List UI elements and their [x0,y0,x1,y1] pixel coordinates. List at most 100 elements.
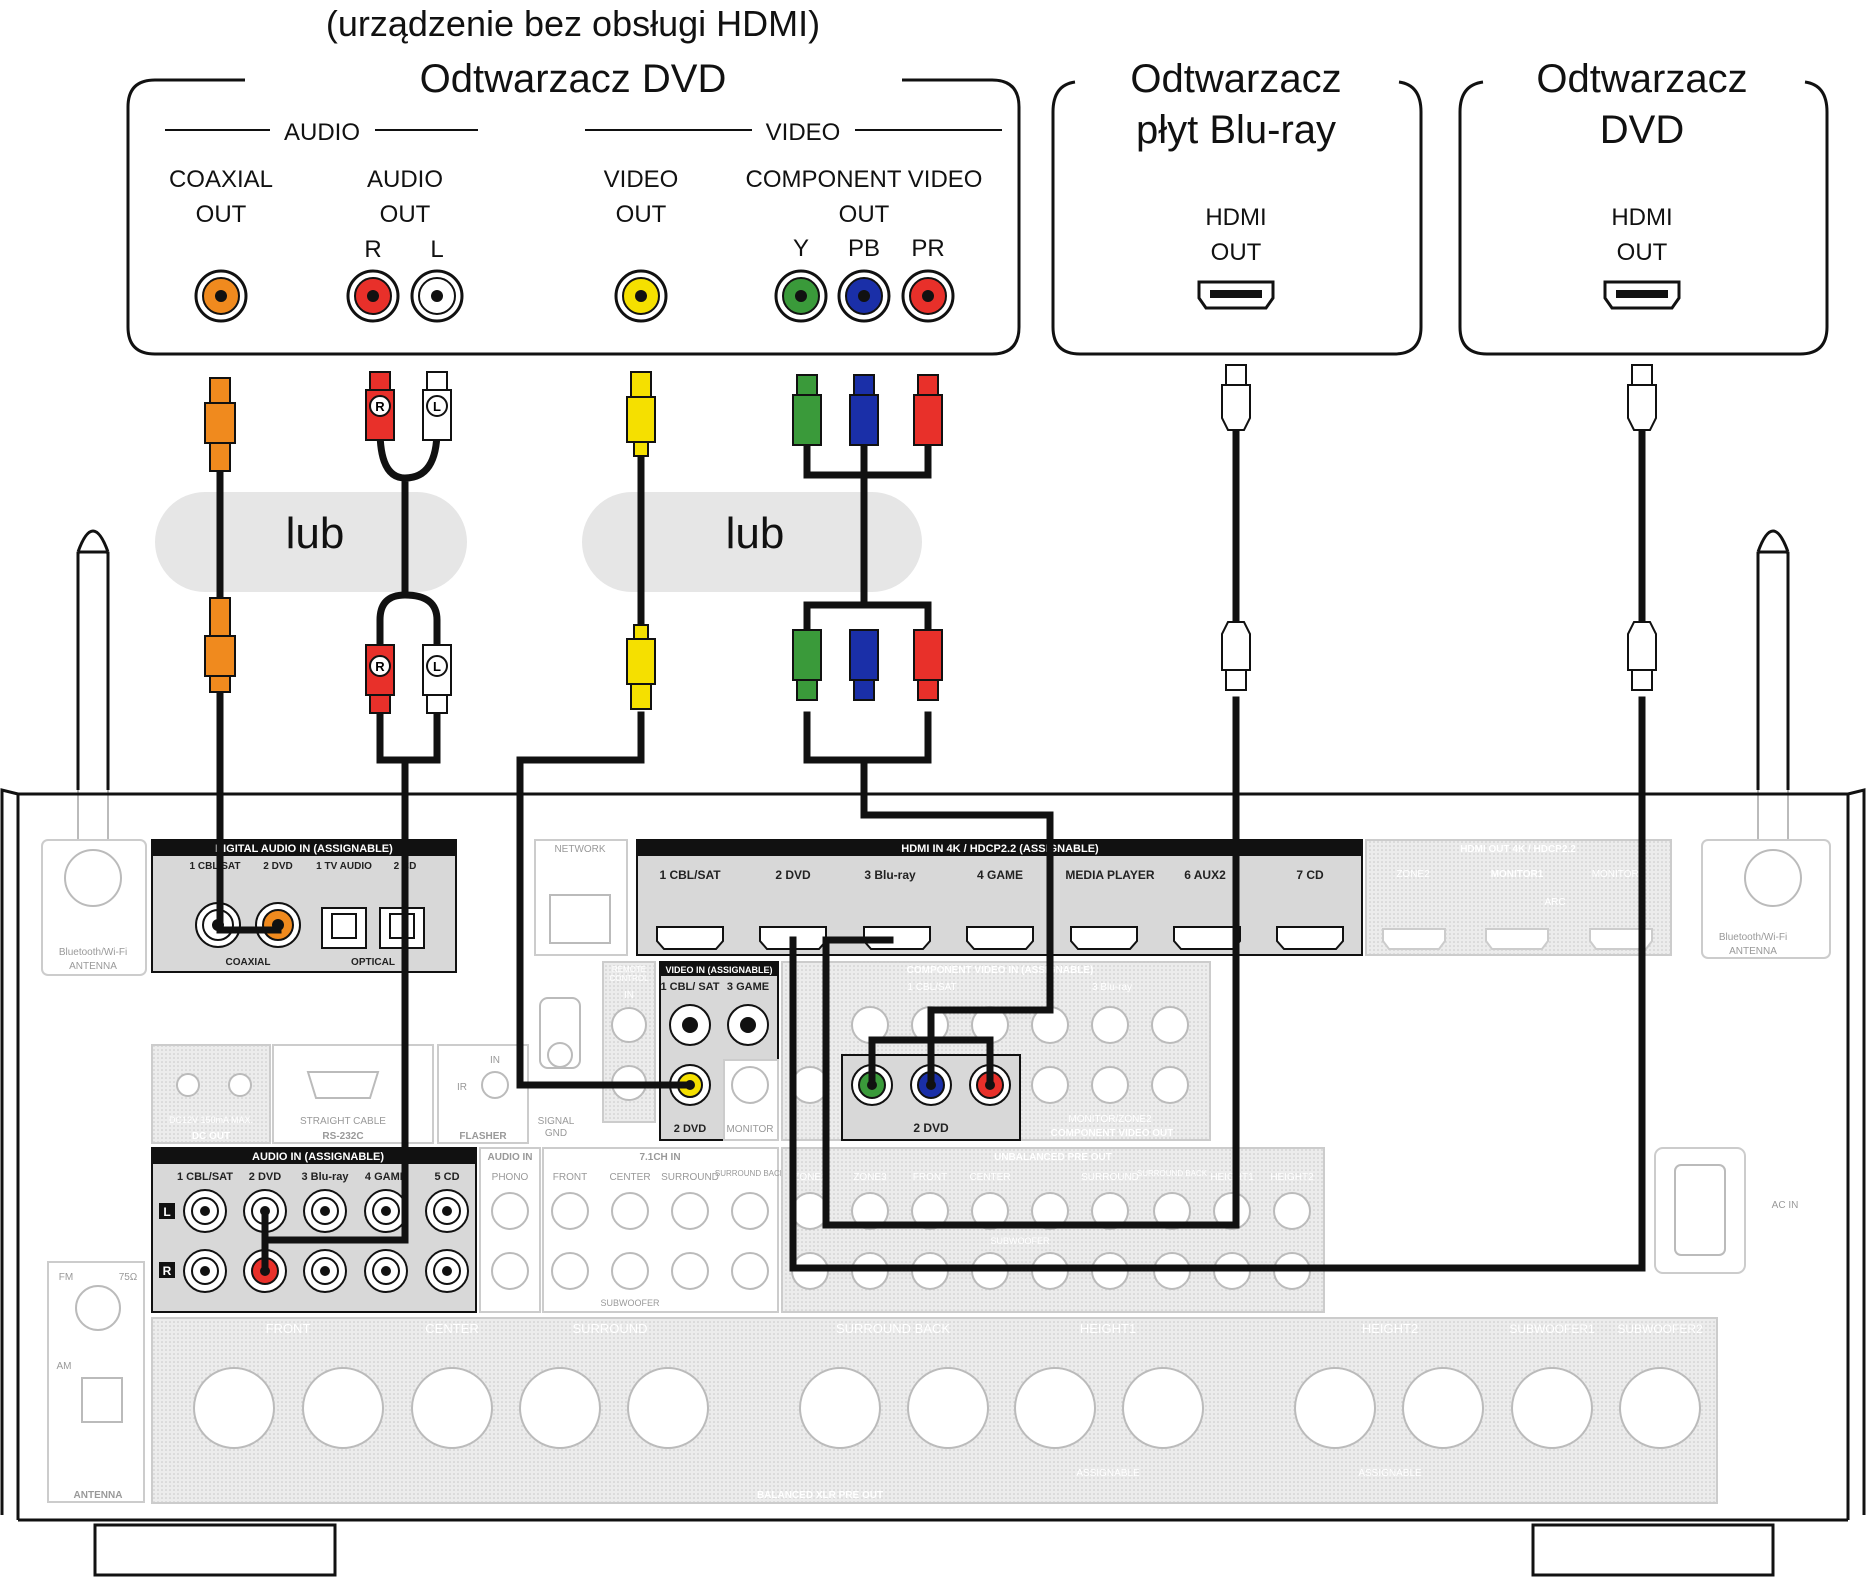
xlr-front-label: FRONT [266,1321,311,1336]
ch71-front-label: FRONT [553,1172,587,1183]
coaxial-plug-top [204,377,236,472]
xlr-assignable-1: ASSIGNABLE [1076,1468,1140,1479]
component-pr-plug-top [913,374,943,446]
remote-control-label-2: CONTROL [609,974,649,983]
audio-in-3-label: 3 Blu-ray [301,1171,349,1183]
component-y-plug-top [792,374,822,446]
hdmi-in-1-port [656,926,724,950]
preout-height1-label: HEIGHT1 [1210,1172,1254,1183]
component-y-jack [774,269,828,323]
xlr-surround-back-label: SURROUND BACK [836,1321,950,1336]
hdmi-out-zone2: ZONE2 [1396,869,1430,880]
audio-l-plug-bottom: L [422,644,452,714]
xlr-surround-back-l [907,1367,989,1449]
component-in-panel: COMPONENT VIDEO IN (ASSIGNABLE) 1 CBL/SA… [781,961,1211,1141]
bluray-title-2: płyt Blu-ray [1136,108,1336,152]
component-cable-top [803,436,932,609]
audio-in-5-r-jack [425,1249,469,1293]
component-pb-plug-top [849,374,879,446]
hdmi-out-monitor1: MONITOR1 [1491,869,1544,880]
bluray-port-label-2: OUT [1211,239,1262,266]
preout-panel: UNBALANCED PRE OUT ZONE2 ZONE3 FRONT CEN… [781,1147,1325,1313]
hdmi-in-5-label: MEDIA PLAYER [1065,868,1154,882]
alternative-bubble-video [582,492,922,592]
ac-inlet [1674,1164,1726,1256]
antenna-right-label-1: Bluetooth/Wi-Fi [1719,932,1787,943]
phono-label: PHONO [492,1172,529,1183]
audio-in-3-l-jack [303,1189,347,1233]
signal-gnd-label-2: GND [545,1128,567,1139]
coaxial-out-label-2: OUT [196,201,247,228]
video-out-label-1: VIDEO [604,166,679,193]
ch71-surround-back-l-jack [731,1192,769,1230]
audio-in-5-l-jack [425,1189,469,1233]
plug-r-letter-bottom: R [375,659,385,674]
component-in-3-pb-jack [1091,1006,1129,1044]
audio-r-plug-top: R [365,371,395,441]
signal-gnd-label-1: SIGNAL [538,1116,575,1127]
alternative-label-video: lub [726,509,785,558]
optical-in-label: OPTICAL [351,957,395,968]
audio-in-1-label: 1 CBL/SAT [177,1171,233,1183]
network-label: NETWORK [554,844,605,855]
xlr-surround-l [627,1367,709,1449]
audio-in-panel: AUDIO IN (ASSIGNABLE) 1 CBL/SAT 2 DVD 3 … [151,1147,477,1313]
cables [216,426,1646,1275]
audio-in-r-marker: R [163,1264,172,1278]
component-in-3-pr-jack [1151,1006,1189,1044]
hdmi-dvd-plug-top [1627,364,1657,431]
component-out-pb-jack [1091,1066,1129,1104]
video-out-label-2: OUT [616,201,667,228]
audio-in-l-marker: L [163,1205,170,1219]
digital-input-1: 1 CBL/SAT [190,861,241,872]
hdmi-out-title: HDMI OUT 4K / HDCP2.2 [1460,844,1576,855]
preout-zone2-label: ZONE2 [793,1172,827,1183]
hdmi-in-2-label: 2 DVD [775,868,811,882]
antenna-left [76,529,110,893]
am-antenna-terminal [81,1377,123,1423]
component-y-plug-bottom [792,629,822,701]
preout-surround-back-label: SURROUND BACK [1137,1169,1208,1178]
phono-l-jack [491,1192,529,1230]
coaxial-out-label-1: COAXIAL [169,166,273,193]
hdmi-in-6-label: 6 AUX2 [1184,868,1226,882]
hdmi-in-5-port [1070,926,1138,950]
xlr-front-r [193,1367,275,1449]
xlr-height2-label: HEIGHT2 [1362,1321,1418,1336]
rs232c-port [306,1071,380,1099]
component-in-title: COMPONENT VIDEO IN (ASSIGNABLE) [907,965,1094,976]
digital-audio-in-panel: DIGITAL AUDIO IN (ASSIGNABLE) 1 CBL/SAT … [151,839,457,973]
audio-in-title: AUDIO IN (ASSIGNABLE) [252,1151,384,1163]
fm-label: FM [59,1272,73,1283]
preout-height2-label: HEIGHT2 [1270,1172,1314,1183]
digital-input-2: 2 DVD [263,861,292,872]
audio-in-1-r-jack [183,1249,227,1293]
composite-video-cable [516,446,694,1089]
dvd-hdmi-device: Odtwarzacz DVD HDMI OUT [1458,57,1829,356]
coaxial-out-jack [194,269,248,323]
hdmi-in-6-port [1173,926,1241,950]
audio-out-l-jack [410,269,464,323]
antenna-block-title: ANTENNA [74,1490,123,1501]
ch71-center-jack [611,1192,649,1230]
audio-r-label: R [364,236,381,263]
ch71-front-l-jack [551,1192,589,1230]
ch71-sub-label: SUBWOOFER [600,1298,660,1308]
xlr-height2-l [1402,1367,1484,1449]
audio-rl-cable-bottom [261,591,441,1275]
video-out-jack [614,269,668,323]
hdmi-in-4-label: 4 GAME [977,868,1023,882]
dc-out-title: DC OUT [192,1131,230,1142]
hdmi-out-monitor2-port [1589,928,1653,950]
plug-r-letter-top: R [375,399,385,414]
hdmi-in-3-label: 3 Blu-ray [864,868,916,882]
component-out-title: COMPONENT VIDEO OUT [1051,1128,1174,1139]
hdmi-in-7-label: 7 CD [1296,868,1324,882]
flasher-title: FLASHER [459,1131,507,1142]
rs232c-title: RS-232C [322,1131,363,1142]
comp-pr-label: PR [911,235,944,262]
comp-pb-label: PB [848,235,880,262]
xlr-center-label: CENTER [425,1321,478,1336]
coaxial-plug-bottom [204,597,236,693]
